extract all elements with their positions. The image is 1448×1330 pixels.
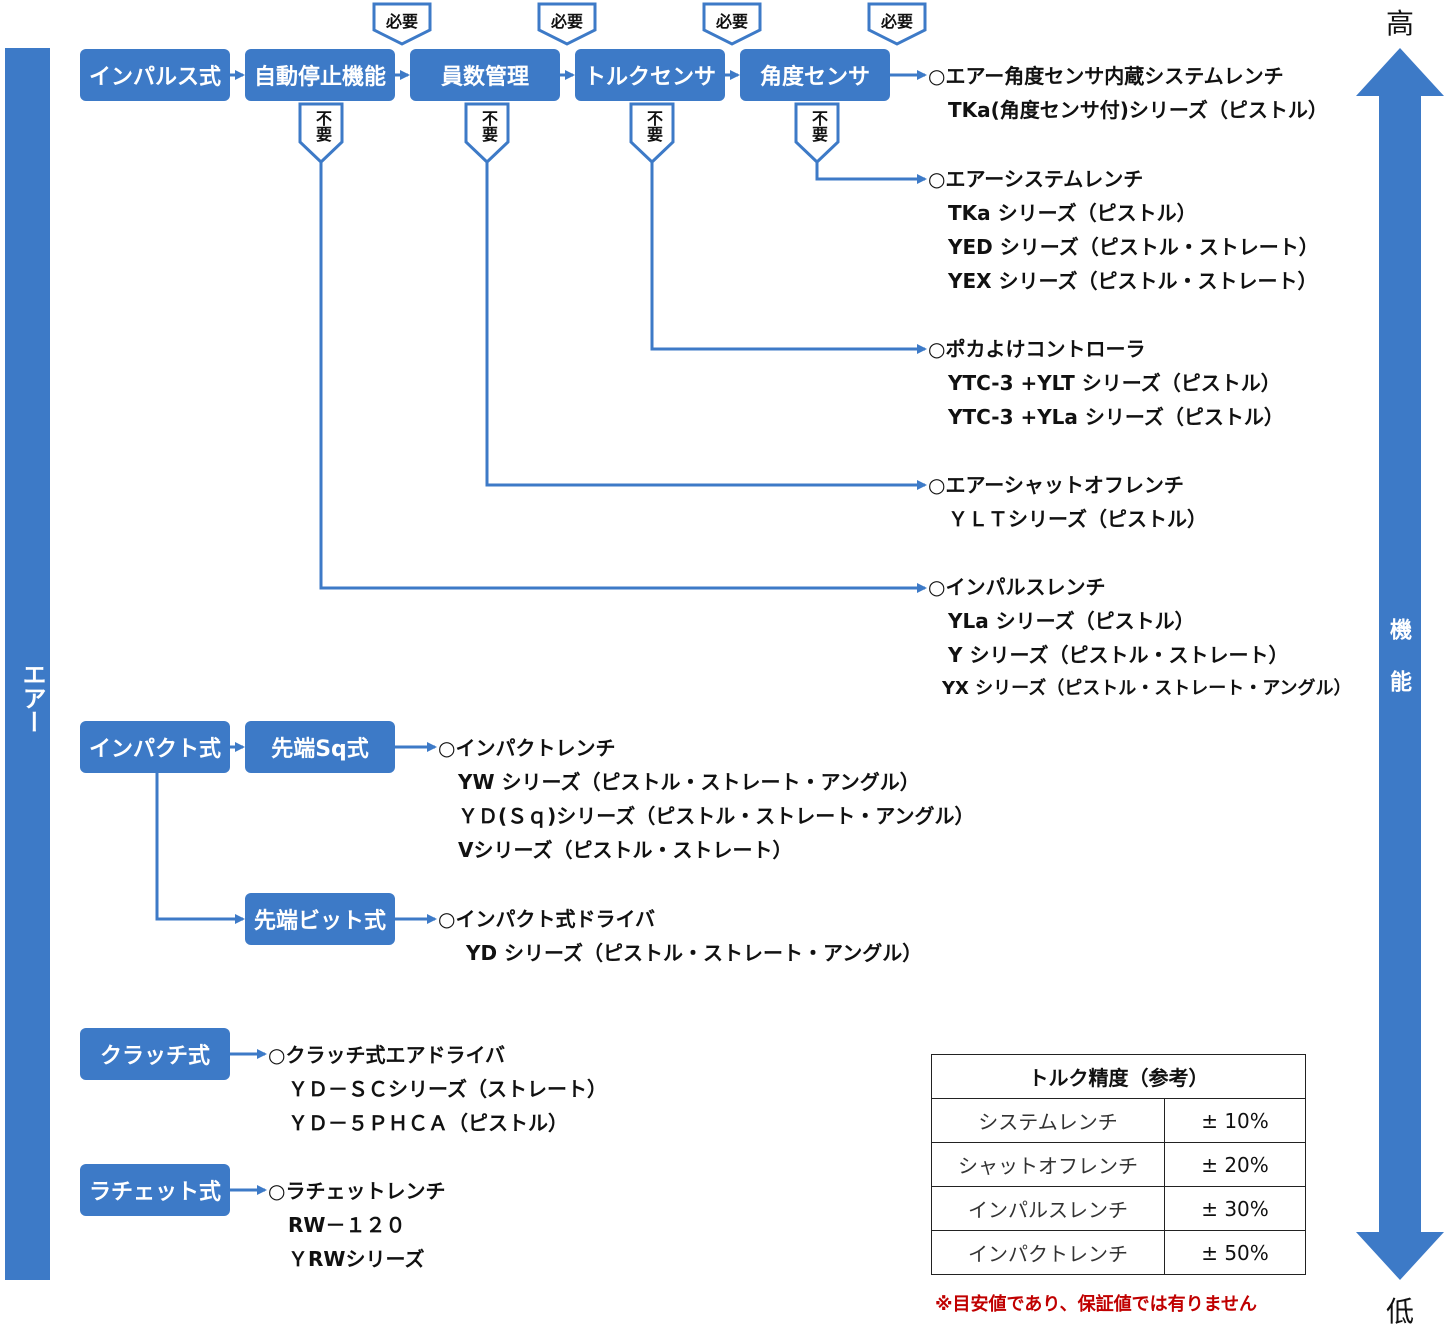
product-item: YEX シリーズ（ピストル・ストレート） [948,269,1318,293]
accuracy-value: ± 30% [1164,1186,1306,1231]
torque-accuracy-table: トルク精度（参考） システムレンチ ± 10% シャットオフレンチ ± 20% … [931,1054,1306,1275]
product-title: ○エアー角度センサ内蔵システムレンチ [928,64,1284,88]
product-item: RW－１２０ [288,1213,406,1237]
box-sq-tip: 先端Sq式 [245,721,395,773]
not-required-flag-2 [464,102,510,165]
product-item: YW シリーズ（ピストル・ストレート・アングル） [458,770,920,794]
accuracy-value: ± 50% [1164,1230,1306,1275]
product-title: ○インパルスレンチ [928,575,1106,599]
product-group-pokayoke: ○ポカよけコントローラ YTC-3 +YLT シリーズ（ピストル） YTC-3 … [928,332,1284,434]
tool-name: システムレンチ [931,1098,1165,1143]
product-group-angle: ○エアー角度センサ内蔵システムレンチ TKa(角度センサ付)シリーズ（ピストル） [928,59,1328,127]
table-title: トルク精度（参考） [931,1054,1306,1099]
axis-low-label: 低 [1385,1295,1414,1328]
not-required-label-3: 不要 [644,110,663,142]
accuracy-value: ± 10% [1164,1098,1306,1143]
product-title: ○エアーシステムレンチ [928,167,1144,191]
product-title: ○クラッチ式エアドライバ [268,1043,506,1067]
product-group-impulse: ○インパルスレンチ YLa シリーズ（ピストル） Y シリーズ（ピストル・ストレ… [928,570,1352,706]
box-ratchet-type: ラチェット式 [80,1164,230,1216]
box-bit-tip: 先端ビット式 [245,893,395,945]
product-item: ＹRWシリーズ [288,1247,425,1271]
product-title: ○インパクトレンチ [438,736,616,760]
table-row: インパクトレンチ ± 50% [931,1230,1306,1275]
required-label-4: 必要 [880,12,913,31]
required-flag-2 [537,2,597,46]
product-group-shutoff: ○エアーシャットオフレンチ ＹＬＴシリーズ（ピストル） [928,468,1207,536]
product-group-system: ○エアーシステムレンチ TKa シリーズ（ピストル） YED シリーズ（ピストル… [928,162,1319,298]
product-item: YLa シリーズ（ピストル） [948,609,1195,633]
required-flag-1 [372,2,432,46]
product-item: ＹＤ－５ＰＨＣＡ（ピストル） [288,1111,568,1135]
box-impact-type: インパクト式 [80,721,230,773]
table-row: シャットオフレンチ ± 20% [931,1142,1306,1187]
product-item: YED シリーズ（ピストル・ストレート） [948,235,1319,259]
product-item: YTC-3 +YLT シリーズ（ピストル） [948,371,1281,395]
product-item: ＹＤ－ＳＣシリーズ（ストレート） [288,1077,607,1101]
category-bar: エアー [5,48,50,1280]
required-flag-4 [867,2,927,46]
axis-high-label: 高 [1385,7,1414,40]
box-auto-stop: 自動停止機能 [245,49,395,101]
required-label-3: 必要 [715,12,748,31]
tool-name: インパルスレンチ [931,1186,1165,1231]
not-required-flag-3 [629,102,675,165]
required-label-1: 必要 [385,12,418,31]
product-title: ○インパクト式ドライバ [438,907,656,931]
product-title: ○ラチェットレンチ [268,1179,446,1203]
product-item: YX シリーズ（ピストル・ストレート・アングル） [942,678,1352,699]
product-title: ○ポカよけコントローラ [928,337,1146,361]
product-group-impact-wrench: ○インパクトレンチ YW シリーズ（ピストル・ストレート・アングル） ＹＤ(Ｓｑ… [438,731,974,867]
table-row: システムレンチ ± 10% [931,1098,1306,1143]
product-item: Y シリーズ（ピストル・ストレート） [948,643,1289,667]
tool-name: インパクトレンチ [931,1230,1165,1275]
impact-arrow-bit [155,773,245,924]
connector-impulse [319,160,927,593]
product-item: Vシリーズ（ピストル・ストレート） [458,838,793,862]
not-required-flag-1 [298,102,344,165]
product-item: ＹＬＴシリーズ（ピストル） [948,507,1207,531]
box-impulse-type: インパルス式 [80,49,230,101]
not-required-label-4: 不要 [809,110,828,142]
box-angle-sensor: 角度センサ [740,49,890,101]
product-item: TKa(角度センサ付)シリーズ（ピストル） [948,98,1328,122]
product-item: YTC-3 +YLa シリーズ（ピストル） [948,405,1284,429]
product-item: TKa シリーズ（ピストル） [948,201,1197,225]
box-count-management: 員数管理 [410,49,560,101]
box-clutch-type: クラッチ式 [80,1028,230,1080]
not-required-label-1: 不要 [313,110,332,142]
product-group-clutch-driver: ○クラッチ式エアドライバ ＹＤ－ＳＣシリーズ（ストレート） ＹＤ－５ＰＨＣＡ（ピ… [268,1038,607,1140]
table-row: インパルスレンチ ± 30% [931,1186,1306,1231]
required-flag-3 [702,2,762,46]
box-torque-sensor: トルクセンサ [575,49,725,101]
function-axis-arrow [1356,48,1444,1280]
not-required-flag-4 [794,102,840,165]
product-group-ratchet-wrench: ○ラチェットレンチ RW－１２０ ＹRWシリーズ [268,1174,445,1276]
axis-label: 機能 [1386,618,1411,722]
not-required-label-2: 不要 [479,110,498,142]
connector-system [815,160,927,184]
product-group-impact-driver: ○インパクト式ドライバ YD シリーズ（ピストル・ストレート・アングル） [438,902,922,970]
category-label: エアー [18,662,46,734]
product-item: YD シリーズ（ピストル・ストレート・アングル） [466,941,923,965]
accuracy-note: ※目安値であり、保証値では有りません [935,1294,1258,1315]
tool-name: シャットオフレンチ [931,1142,1165,1187]
product-item: ＹＤ(Ｓｑ)シリーズ（ピストル・ストレート・アングル） [458,804,975,828]
accuracy-value: ± 20% [1164,1142,1306,1187]
table-header-row: トルク精度（参考） [931,1054,1306,1099]
product-title: ○エアーシャットオフレンチ [928,473,1184,497]
connector-pokayoke [650,160,927,354]
connector-shutoff [485,160,927,490]
required-label-2: 必要 [550,12,583,31]
